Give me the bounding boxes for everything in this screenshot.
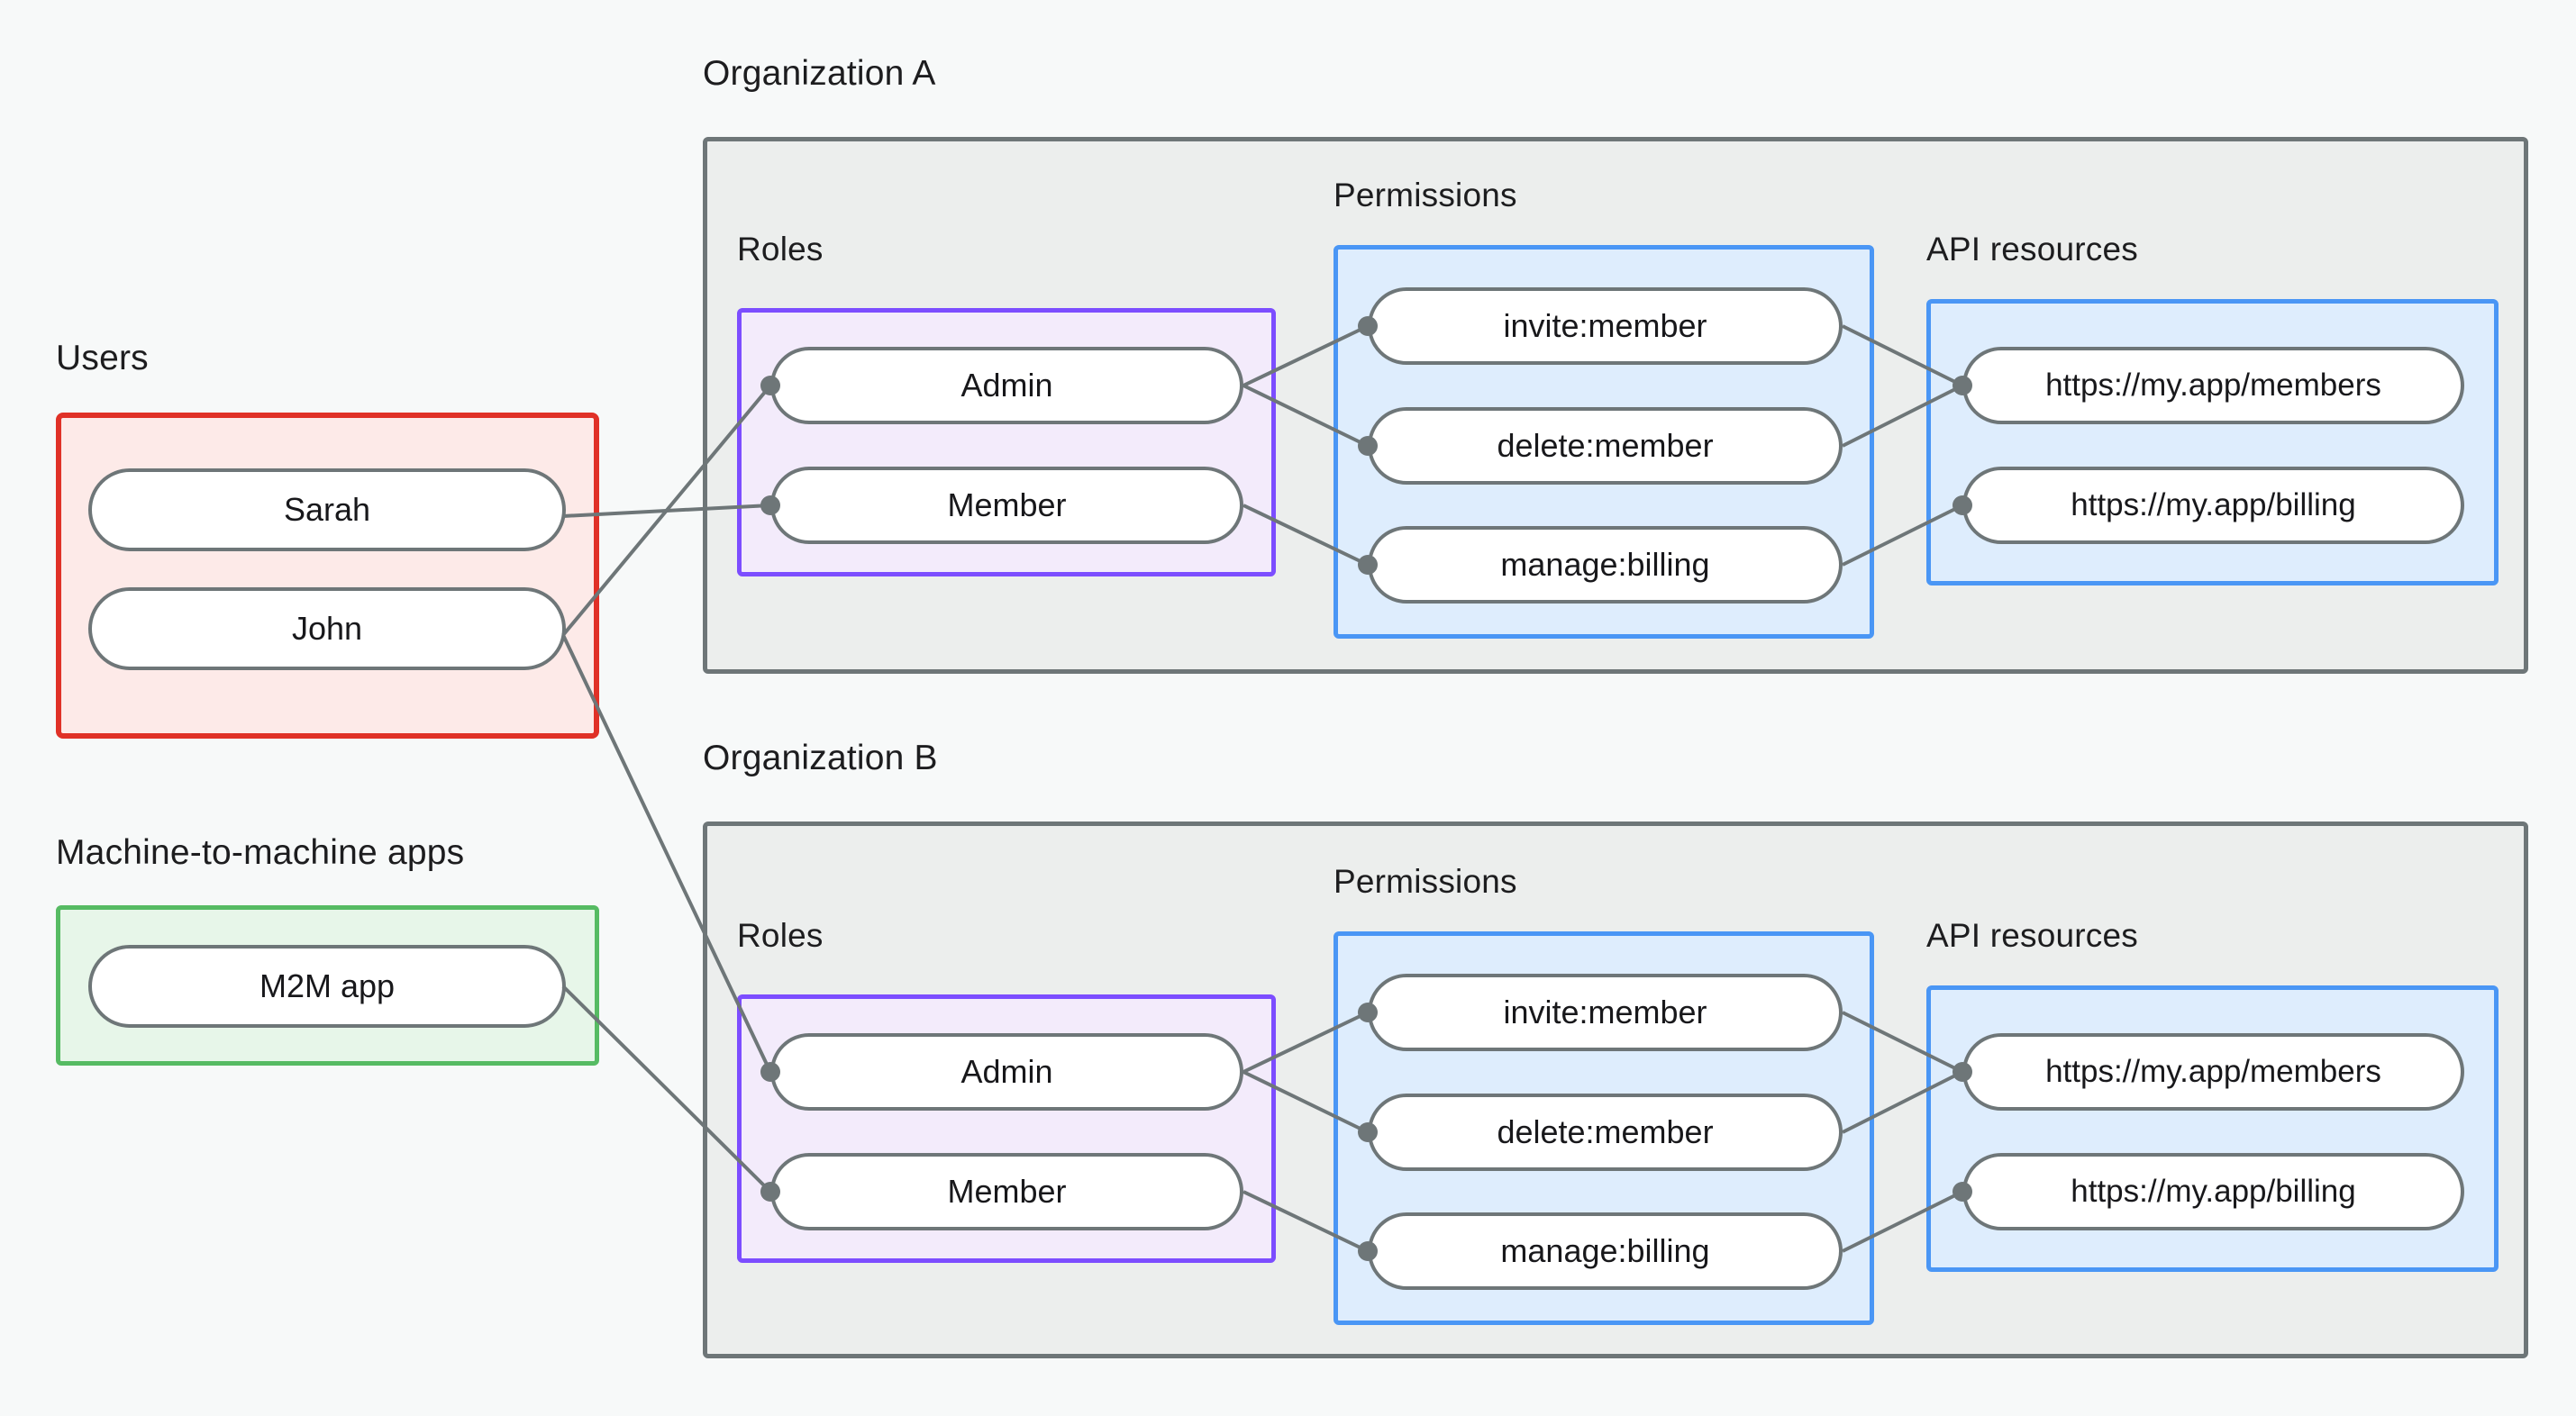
organization-b-roles-label: Roles	[737, 917, 824, 954]
m2m-node-app[interactable]: M2M app	[88, 945, 566, 1028]
organization-b-permission-manage-billing[interactable]: manage:billing	[1368, 1212, 1843, 1290]
users-group-label: Users	[56, 339, 149, 377]
organization-b-api-resource-billing[interactable]: https://my.app/billing	[1962, 1153, 2464, 1230]
organization-a-permission-manage-billing[interactable]: manage:billing	[1368, 526, 1843, 604]
users-group-frame	[56, 413, 599, 739]
m2m-group-label: Machine-to-machine apps	[56, 833, 465, 872]
organization-b-permissions-label: Permissions	[1334, 863, 1517, 900]
user-node-sarah[interactable]: Sarah	[88, 468, 566, 551]
organization-b-role-admin[interactable]: Admin	[770, 1033, 1243, 1111]
organization-b-role-member[interactable]: Member	[770, 1153, 1243, 1230]
organization-b-permission-delete-member[interactable]: delete:member	[1368, 1094, 1843, 1171]
organization-a-roles-label: Roles	[737, 231, 824, 268]
organization-a-role-admin[interactable]: Admin	[770, 347, 1243, 424]
organization-a-api-resource-members[interactable]: https://my.app/members	[1962, 347, 2464, 424]
organization-b-permission-invite-member[interactable]: invite:member	[1368, 974, 1843, 1051]
organization-a-permissions-label: Permissions	[1334, 177, 1517, 213]
organization-a-permission-invite-member[interactable]: invite:member	[1368, 287, 1843, 365]
organization-a-api-resource-billing[interactable]: https://my.app/billing	[1962, 467, 2464, 544]
organization-a-label: Organization A	[703, 54, 936, 93]
user-node-john[interactable]: John	[88, 587, 566, 670]
organization-a-api-resources-label: API resources	[1926, 231, 2138, 268]
organization-b-api-resources-label: API resources	[1926, 917, 2138, 954]
organization-b-label: Organization B	[703, 739, 938, 777]
organization-b-api-resource-members[interactable]: https://my.app/members	[1962, 1033, 2464, 1111]
organization-a-role-member[interactable]: Member	[770, 467, 1243, 544]
organization-a-permission-delete-member[interactable]: delete:member	[1368, 407, 1843, 485]
